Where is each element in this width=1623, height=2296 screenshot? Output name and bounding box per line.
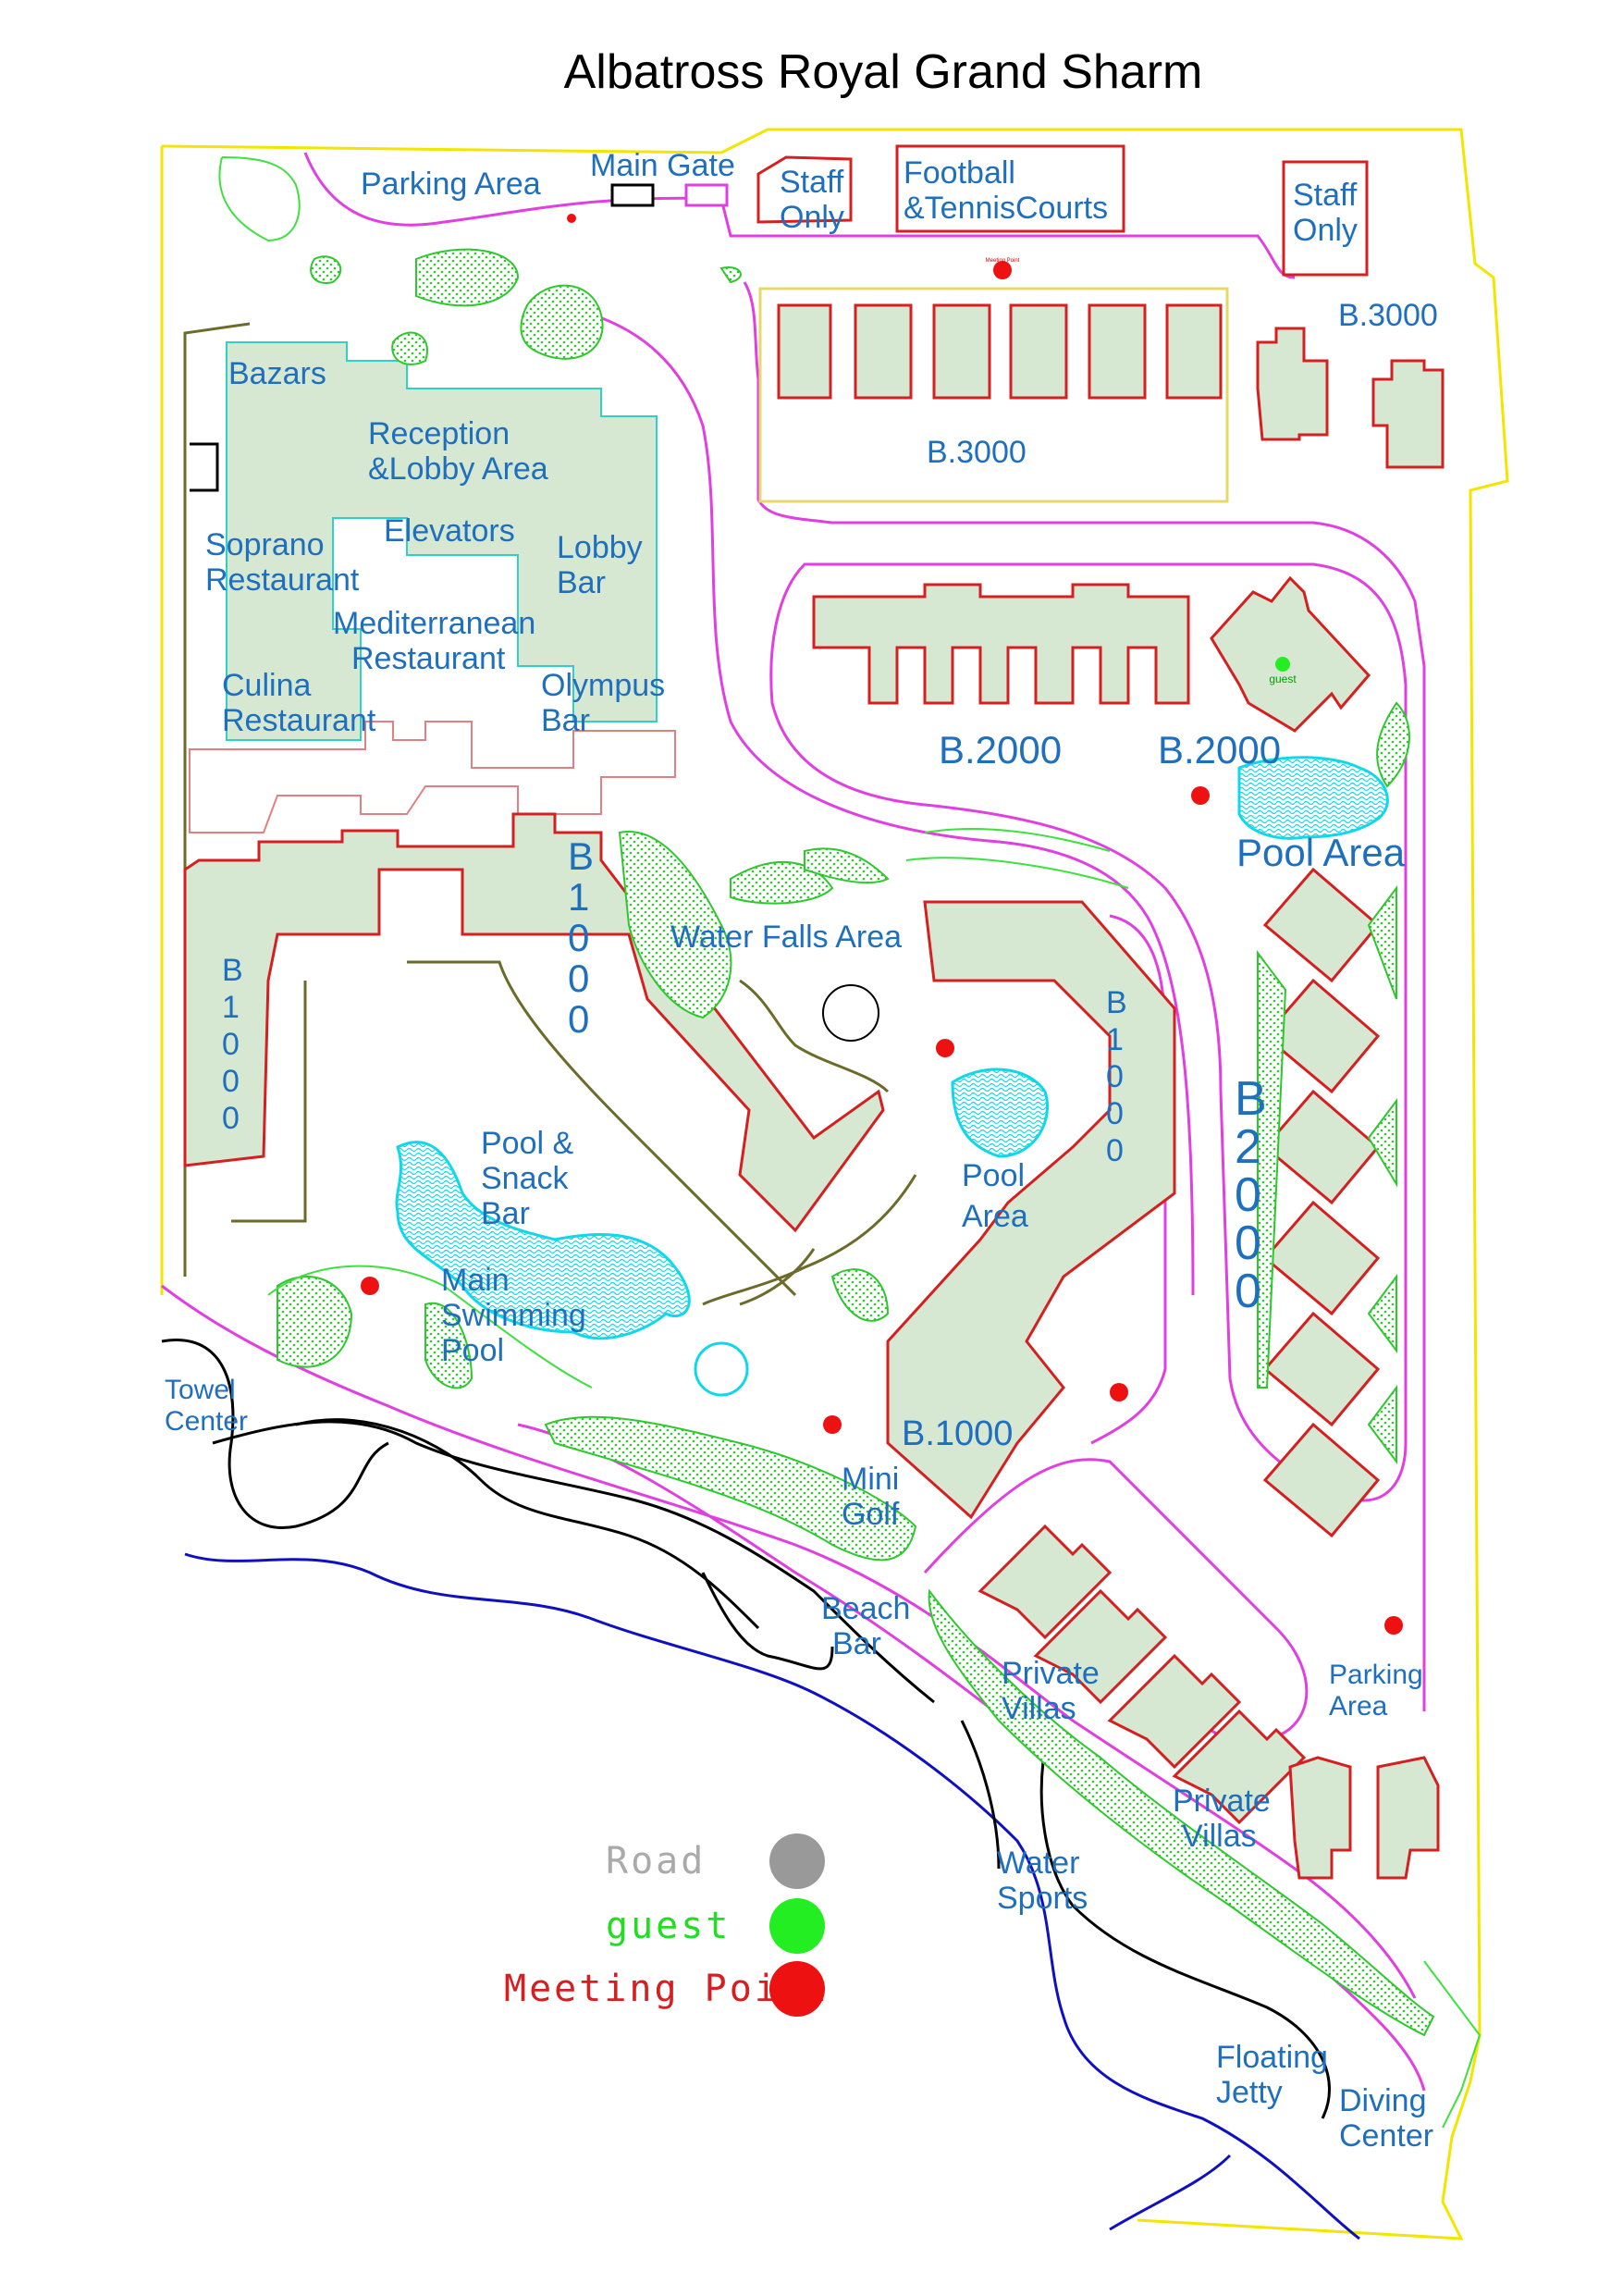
olive-path-2 (407, 960, 797, 1297)
b2000-villas-column (1262, 867, 1381, 1538)
main-complex-zone (226, 341, 658, 741)
sea-shoreline (184, 1552, 1360, 2240)
guest-marker-label: guest (1269, 673, 1297, 685)
gate-box-2 (684, 183, 729, 207)
main-swimming-pool (395, 1141, 691, 1340)
road-south (161, 1284, 1417, 1999)
legend-meeting-point-dot (769, 1961, 825, 2017)
waterfalls-fountain (822, 984, 879, 1042)
label-football: Football&TennisCourts (904, 155, 1108, 226)
beach-line-2 (212, 1420, 935, 1704)
label-elevators: Elevators (384, 513, 515, 549)
label-bazars: Bazars (228, 356, 326, 391)
label-b2000-a: B.2000 (939, 728, 1062, 772)
olive-path-3 (739, 979, 890, 1093)
beach-line-5 (960, 1720, 1001, 1870)
b2000-green-triangles (1257, 885, 1397, 1464)
b3000-row (777, 303, 1223, 400)
beach-line-4 (701, 1572, 834, 1671)
label-reception: Reception&Lobby Area (368, 416, 548, 487)
guest-marker (1275, 657, 1290, 672)
label-b3000-right: B.3000 (1338, 298, 1438, 333)
b3000-right-2 (1371, 359, 1445, 469)
olive-path-5 (702, 1174, 917, 1306)
legend-guest-label: guest (606, 1905, 731, 1947)
staff-only-1-box (756, 155, 853, 224)
b3000-area (758, 287, 1229, 503)
label-b3000-center: B.3000 (927, 435, 1027, 470)
property-boundary (161, 128, 1509, 2240)
label-water-falls: Water Falls Area (670, 920, 902, 955)
sea-shoreline-2 (1109, 2154, 1232, 2231)
bazars-area (190, 442, 219, 492)
round-pool (694, 1341, 749, 1397)
football-courts-box (895, 144, 1125, 233)
private-villas (977, 1524, 1440, 1880)
road-b2000-loop (769, 562, 1408, 1502)
label-main-gate: Main Gate (590, 148, 735, 183)
green-line-2 (905, 857, 1129, 889)
olive-path-4 (739, 1248, 816, 1306)
road-west-curve (591, 313, 1195, 1296)
label-pool-area-right: Pool Area (1236, 831, 1406, 874)
b2000-diamond-building (1210, 575, 1371, 733)
meeting-points (361, 214, 1403, 1635)
meeting-point-label: Meeting Point (986, 258, 1020, 264)
pink-zone (189, 721, 676, 833)
staff-only-2-box (1282, 160, 1369, 277)
gate-box-1 (610, 183, 655, 207)
b3000-right-1 (1256, 327, 1329, 441)
beach-line-6 (1039, 1747, 1331, 2119)
legend-guest-dot (769, 1898, 825, 1954)
beach-line-3 (295, 1418, 760, 1630)
gardens (277, 248, 1435, 2037)
green-line-4 (267, 1265, 593, 1389)
b2000-main-building (812, 583, 1190, 705)
b1000-curved-building (886, 900, 1176, 1520)
legend-road-dot (769, 1833, 825, 1889)
legend-road-label: Road (606, 1840, 706, 1882)
mid-pool (951, 1068, 1050, 1158)
road-b3000-loop (743, 281, 1426, 1711)
label-b1000-bottom: B.1000 (902, 1414, 1013, 1453)
label-b2000-b: B.2000 (1158, 728, 1281, 772)
b1000-center-building (183, 812, 885, 1233)
green-line-3 (924, 828, 1111, 852)
map-title: Albatross Royal Grand Sharm (564, 45, 1203, 99)
green-line-5 (1423, 1960, 1482, 2129)
beach-line-1 (161, 1339, 389, 1529)
road-top (303, 152, 1296, 279)
green-line-1 (218, 156, 301, 242)
olive-path-1 (231, 981, 307, 1223)
right-pool (1237, 756, 1389, 840)
label-parking-top: Parking Area (361, 167, 541, 202)
map-legend: Road guest Meeting Point (504, 1833, 827, 2017)
